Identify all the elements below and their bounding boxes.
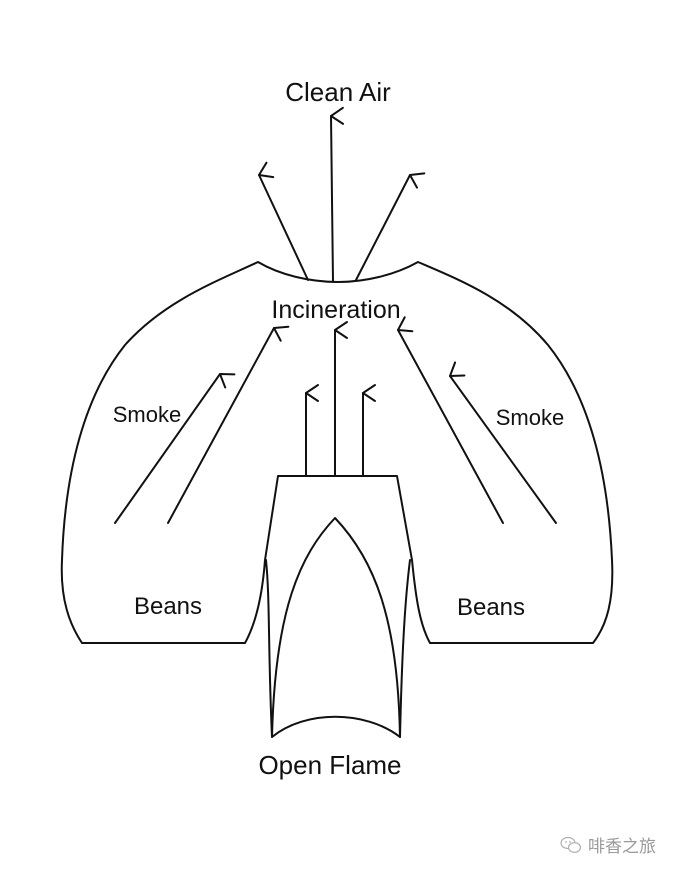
clean-air-arrow-left	[258, 161, 309, 281]
label-open-flame: Open Flame	[258, 750, 401, 780]
flame-chamber-outline-right	[399, 559, 411, 738]
roaster-drum-outline	[60, 261, 614, 644]
label-beans-left: Beans	[134, 593, 202, 620]
label-smoke-right: Smoke	[496, 405, 564, 430]
clean-air-arrow-right	[355, 172, 426, 281]
wechat-icon	[560, 836, 582, 853]
watermark-text: 啡香之旅	[588, 837, 656, 857]
label-beans-right: Beans	[457, 594, 525, 621]
label-clean-air: Clean Air	[285, 77, 391, 107]
clean-air-arrow-center	[330, 106, 345, 283]
smoke-arrow-left-outer	[114, 373, 236, 524]
smoke-arrow-left-inner	[167, 325, 290, 524]
flame-shape	[271, 517, 401, 738]
watermark: 啡香之旅	[560, 832, 656, 857]
label-incineration: Incineration	[271, 296, 400, 324]
smoke-arrow-right-inner	[397, 316, 504, 524]
flame-chamber-outline	[265, 559, 273, 738]
smoke-arrow-right-outer	[449, 361, 557, 524]
label-smoke-left: Smoke	[113, 402, 181, 427]
